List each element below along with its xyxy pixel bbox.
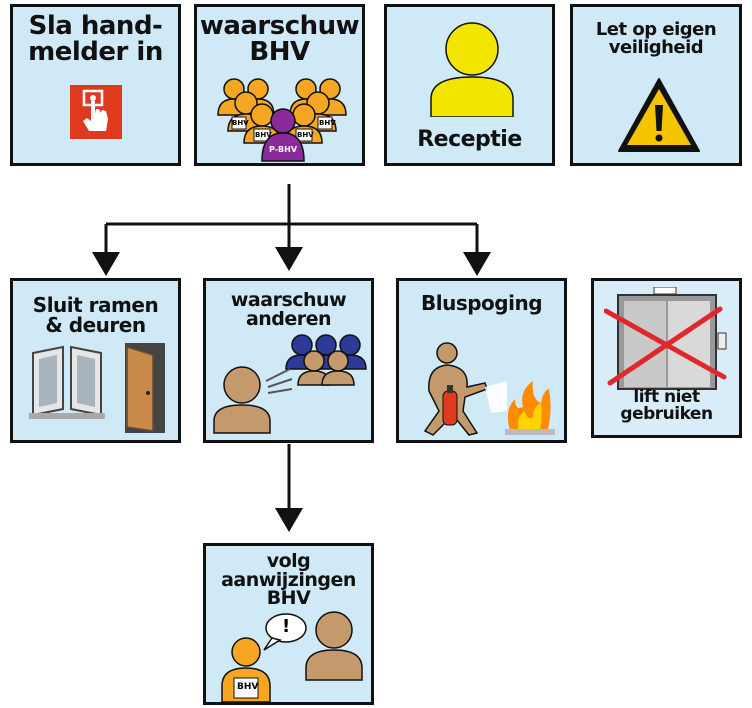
bhv-team-icon [217, 78, 347, 162]
arrow-to-ramen [92, 252, 120, 276]
bhv-badge-label: BHV [319, 119, 336, 127]
fire-extinguishing-icon [423, 342, 555, 436]
card-bluspoging: Bluspoging [396, 278, 567, 443]
follow-bhv-instructions-icon [221, 611, 363, 702]
windows-and-door-icon [29, 343, 165, 433]
card-title: lift niet gebruiken [620, 387, 713, 424]
card-title: waarschuw anderen [230, 289, 347, 330]
card-waarschuw-anderen: waarschuw anderen [203, 278, 374, 443]
card-title: Bluspoging [420, 291, 543, 315]
fire-alarm-button-icon [70, 85, 122, 139]
card-title: Sla hand- melder in [28, 11, 163, 67]
no-elevator-icon [604, 287, 727, 390]
card-lift: lift niet gebruiken [591, 278, 742, 438]
pbhv-badge-label: P-BHV [269, 145, 298, 154]
bhv-badge-label: BHV [297, 131, 314, 139]
card-volg-aanwijzingen: volg aanwijzingen BHV BHV ! [203, 543, 374, 705]
bhv-badge-label: BHV [232, 119, 249, 127]
bhv-badge-label: BHV [237, 682, 259, 692]
card-receptie: Receptie [384, 4, 555, 166]
card-waarschuw-bhv: waarschuw BHV BHV BHV BHV BHV P-BHV [194, 4, 365, 166]
card-title: Let op eigen veiligheid [595, 19, 717, 58]
card-sluit-ramen: Sluit ramen & deuren [10, 278, 181, 443]
card-handmelder: Sla hand- melder in [10, 4, 181, 166]
card-title: Receptie [417, 127, 522, 152]
warn-others-icon [213, 334, 367, 434]
card-title: volg aanwijzingen BHV [221, 550, 356, 610]
bhv-badge-label: BHV [255, 131, 272, 139]
speech-bubble-text: ! [282, 616, 291, 637]
card-title: waarschuw BHV [199, 11, 360, 67]
arrow-to-anderen [275, 247, 303, 271]
arrow-to-bluspoging [463, 252, 491, 276]
receptionist-icon [430, 22, 514, 117]
card-veiligheid: Let op eigen veiligheid [570, 4, 742, 166]
arrow-to-volg [275, 508, 303, 532]
card-title: Sluit ramen & deuren [32, 293, 159, 337]
warning-triangle-icon [618, 78, 700, 152]
